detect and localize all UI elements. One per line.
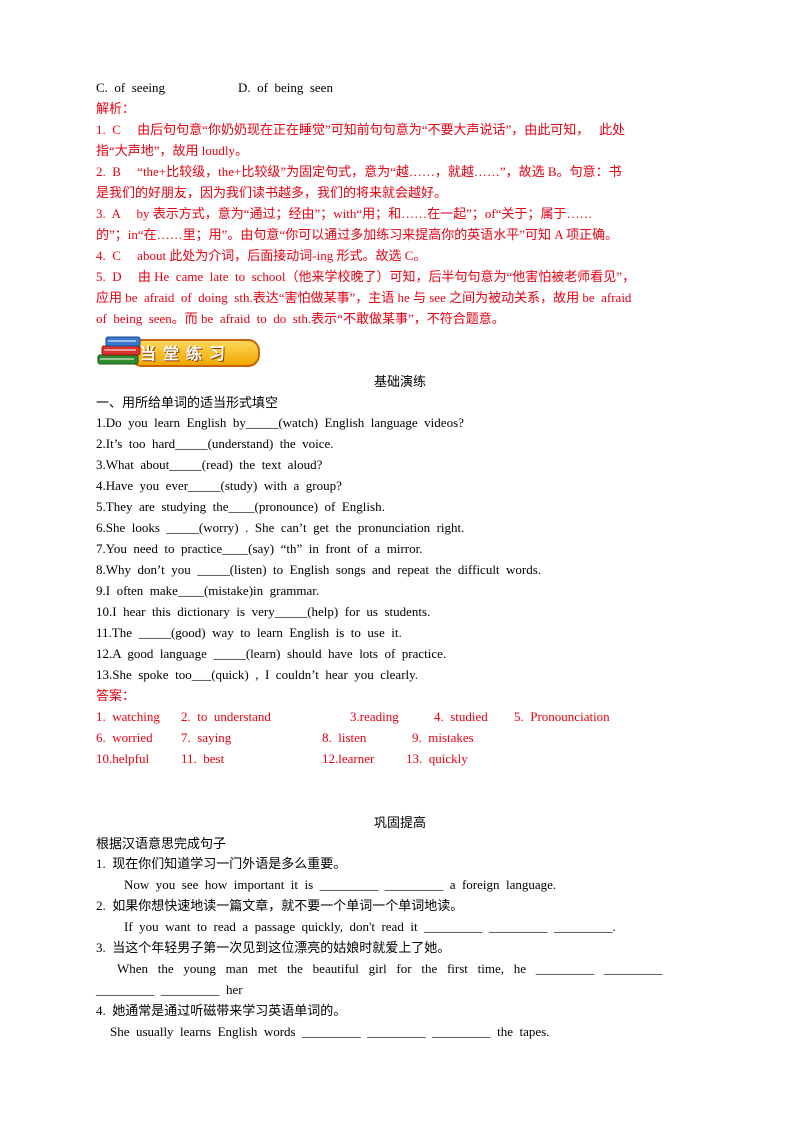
exercise-item: 10.I hear this dictionary is very_____(h… [96,604,431,619]
practice-banner: 当堂练习 [96,333,260,367]
translation-prompt: 4. 她通常是通过听磁带来学习英语单词的。 [96,1003,347,1018]
analysis-line: of being seen。而 be afraid to do sth.表示“不… [96,311,505,326]
answer: 3.reading [350,709,399,724]
translation-prompt: 3. 当这个年轻男子第一次见到这位漂亮的姑娘时就爱上了她。 [96,940,451,955]
exercise-item: 7.You need to practice____(say) “th” in … [96,541,423,556]
answer: 7. saying [181,730,232,745]
answer: 10.helpful [96,751,150,766]
analysis-line: 的”；in“在……里；用”。由句意“你可以通过多加练习来提高你的英语水平”可知 … [96,227,619,242]
analysis-line: 4. C about 此处为介词，后面接动词-ing 形式。故选 C。 [96,248,427,263]
analysis-line: 5. D 由 He came late to school（他来学校晚了）可知，… [96,269,636,284]
answer: 12.learner [322,751,375,766]
analysis-label: 解析： [96,101,136,116]
answer: 11. best [181,751,225,766]
translation-sentence-continued: _________ _________ her [96,982,243,997]
exercise-item: 1.Do you learn English by_____(watch) En… [96,415,464,430]
banner-bar [130,339,260,367]
translation-prompt: 2. 如果你想快速地读一篇文章，就不要一个单词一个单词地读。 [96,898,464,913]
analysis-line: 1. C 由后句句意“你奶奶现在正在睡觉”可知前句句意为“不要大声说话”，由此可… [96,122,626,137]
option-d: D. of being seen [238,80,333,95]
exercise-item: 12.A good language _____(learn) should h… [96,646,447,661]
answer: 4. studied [434,709,488,724]
answer: 5. Pronounciation [514,709,610,724]
answer: 9. mistakes [412,730,474,745]
section2-instruction: 根据汉语意思完成句子 [96,836,227,851]
translation-prompt: 1. 现在你们知道学习一门外语是多么重要。 [96,856,347,871]
answer: 8. listen [322,730,367,745]
exercise-item: 3.What about_____(read) the text aloud? [96,457,323,472]
analysis-line: 指“大声地”，故用 loudly。 [96,143,249,158]
exercise-item: 6.She looks _____(worry) . She can’t get… [96,520,465,535]
option-c: C. of seeing [96,80,165,95]
exercise-item: 11.The _____(good) way to learn English … [96,625,402,640]
section1-instruction: 一、用所给单词的适当形式填空 [96,395,279,410]
books-icon [97,336,141,365]
exercise-item: 5.They are studying the____(pronounce) o… [96,499,385,514]
section2-title: 巩固提高 [373,815,426,830]
answer: 2. to understand [181,709,271,724]
analysis-line: 应用 be afraid of doing sth.表达“害怕做某事”，主语 h… [96,290,632,305]
exercise-item: 9.I often make____(mistake)in grammar. [96,583,320,598]
translation-sentence: She usually learns English words _______… [110,1024,550,1039]
section1-title: 基础演练 [373,374,426,389]
answers-label: 答案： [96,688,136,703]
exercise-item: 4.Have you ever_____(study) with a group… [96,478,342,493]
answer: 13. quickly [406,751,468,766]
banner-text: 当堂练习 [140,344,233,363]
analysis-line: 是我们的好朋友，因为我们读书越多，我们的将来就会越好。 [96,185,448,200]
translation-sentence: When the young man met the beautiful gir… [117,961,663,976]
exercise-item: 13.She spoke too___(quick) , I couldn’t … [96,667,419,682]
analysis-line: 2. B “the+比较级，the+比较级”为固定句式，意为“越……，就越……”… [96,164,622,179]
exercise-item: 8.Why don’t you _____(listen) to English… [96,562,542,577]
answer: 1. watching [96,709,160,724]
exercise-item: 2.It’s too hard_____(understand) the voi… [96,436,334,451]
answer: 6. worried [96,730,153,745]
translation-sentence: If you want to read a passage quickly, d… [124,919,616,934]
translation-sentence: Now you see how important it is ________… [124,877,557,892]
analysis-line: 3. A by 表示方式，意为“通过；经由”；with“用；和……在一起”；of… [96,206,593,221]
